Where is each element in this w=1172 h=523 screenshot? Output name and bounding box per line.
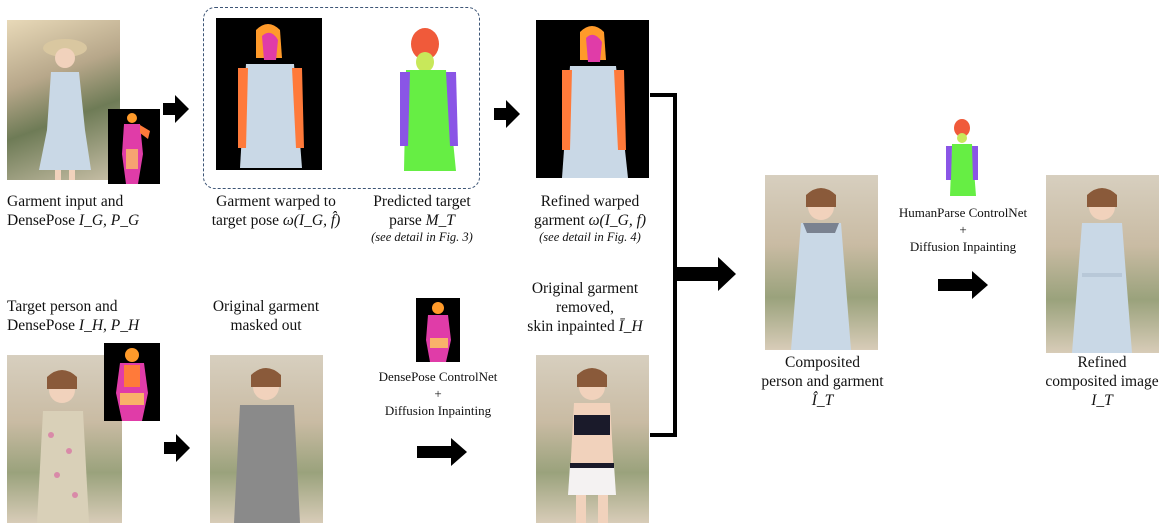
caption-composited: Composited person and garment Î_T [761,354,884,409]
skin-inpainted-image [536,355,649,523]
final-refined-image [1046,175,1159,353]
caption-warped: Garment warped to target pose ω(I_G, f̂) [211,193,341,229]
target-person-figure [37,370,89,523]
densepose-figure [122,113,150,184]
right-arrow-icon [163,95,189,123]
bracket-connector-icon [650,93,736,437]
parse-figure [400,28,458,171]
dashed-group-box [203,7,480,189]
predicted-parse-image [360,26,470,171]
parse-figure [946,119,978,196]
inpainted-figure [568,368,616,523]
target-person-photo [7,355,122,523]
garment-densepose-inset [108,109,160,184]
composited-image [765,175,878,350]
warped-garment-figure [238,24,304,168]
humanparse-control-image [940,118,984,196]
garment-person-figure [39,39,91,180]
caption-masked: Original garment masked out [212,298,320,334]
caption-final: Refined composited image I_T [1045,354,1159,409]
densepose-figure [426,302,451,362]
final-figure [1072,188,1132,353]
densepose-control-image [416,298,460,362]
right-arrow-icon [494,100,520,128]
refined-garment-figure [562,26,628,178]
target-densepose-inset [104,343,160,421]
right-arrow-icon [164,434,190,462]
densepose-figure [116,348,148,421]
masked-figure [234,368,300,523]
caption-parse: Predicted target parse M_T (see detail i… [371,193,473,244]
right-arrow-icon [938,271,988,299]
caption-removed: Original garment removed, skin inpainted… [527,280,643,335]
right-arrow-icon [417,438,467,466]
caption-refined: Refined warped garment ω(I_G, f) (see de… [533,193,647,244]
garment-input-photo [7,20,120,180]
refined-warped-garment-image [536,20,649,178]
composited-figure [791,188,851,350]
warped-garment-image [216,18,322,170]
caption-humanparse-controlnet: HumanParse ControlNet + Diffusion Inpain… [898,205,1028,254]
caption-garment-input: Garment input and DensePose I_G, P_G [7,193,140,229]
masked-person-image [210,355,323,523]
caption-densepose-controlnet: DensePose ControlNet + Diffusion Inpaint… [378,369,498,418]
caption-target: Target person and DensePose I_H, P_H [7,298,140,334]
